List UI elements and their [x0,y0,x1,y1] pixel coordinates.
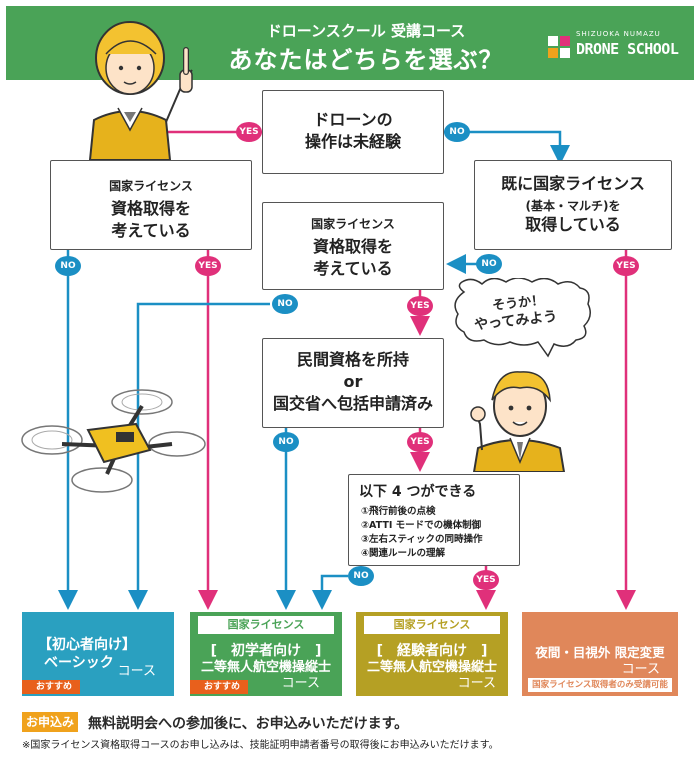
question-license-left: 国家ライセンス 資格取得を 考えている [50,160,252,250]
course-basic-recommend-badge: おすすめ [22,680,81,694]
logo-small-text: SHIZUOKA NUMAZU [576,30,661,38]
no-label-right: NO [476,254,502,274]
question-license-mid: 国家ライセンス 資格取得を 考えている [262,202,444,290]
course-night-line1: 夜間・目視外 限定変更 [535,645,665,660]
private-q-line2: or [343,372,363,391]
apply-text: 無料説明会への参加後に、お申込みいただけます。 [88,716,409,732]
skills-item-4: ④関連ルールの理解 [361,548,446,559]
course-experienced-line1: [ 経験者向け ] [376,643,488,659]
course-experienced-line2: 二等無人航空機操縦士 [366,660,497,675]
course-beginner-line2: 二等無人航空機操縦士 [200,660,331,675]
start-line2: 操作は未経験 [304,132,401,151]
left-q-line1: 国家ライセンス [109,179,193,193]
left-q-line2: 資格取得を [110,199,191,218]
speech-bubble: そうか！ やってみよう [452,278,594,358]
no-label-skills: NO [348,566,374,586]
yes-label-mid: YES [407,296,433,316]
logo-big-text: DRONE SCHOOL [576,40,679,58]
yes-label-private: YES [407,432,433,452]
private-q-line3: 国交省へ包括申請済み [272,394,433,413]
header-subtitle: ドローンスクール 受講コース [266,22,466,40]
course-night-beyond-visual[interactable]: 夜間・目視外 限定変更 コース 国家ライセンス取得者のみ受講可能 [522,612,678,696]
private-q-line1: 民間資格を所持 [296,350,409,369]
drone-school-logo[interactable]: SHIZUOKA NUMAZU DRONE SCHOOL [546,28,686,68]
mid-q-line3: 考えている [313,259,393,278]
yes-label-left: YES [195,256,221,276]
yes-label-right: YES [613,256,639,276]
mid-q-line1: 国家ライセンス [311,217,395,231]
drone-illustration [21,389,206,493]
no-label-start: NO [444,122,470,142]
right-q-line3: 取得している [525,215,621,234]
yes-label-start: YES [236,122,262,142]
right-q-line2: (基本・マルチ)を [525,199,621,213]
course-basic[interactable]: 【初心者向け】 ベーシック コース おすすめ [22,612,174,696]
no-label-left: NO [55,256,81,276]
course-experienced-license[interactable]: 国家ライセンス [ 経験者向け ] 二等無人航空機操縦士 コース [356,612,508,696]
question-no-experience: ドローンの 操作は未経験 [262,90,444,174]
course-basic-line2: ベーシック [44,655,114,671]
skills-item-3: ③左右スティックの同時操作 [361,534,483,545]
course-basic-line3: コース [117,664,156,679]
left-q-line3: 考えている [111,221,191,240]
question-already-licensed: 既に国家ライセンス (基本・マルチ)を 取得している [474,160,672,250]
no-label-private: NO [273,432,299,452]
header-title: あなたはどちらを選ぶ？ [228,46,504,74]
course-night-note: 国家ライセンス取得者のみ受講可能 [528,678,672,692]
course-night-line3: コース [621,662,660,677]
girl-character-illustration [88,21,193,160]
no-label-mid: NO [272,294,298,314]
logo-icon [548,36,570,58]
question-four-skills: 以下 4 つができる ①飛行前後の点検 ②ATTI モードでの機体制御 ③左右ス… [348,474,520,566]
course-beginner-tag: 国家ライセンス [198,616,334,634]
yes-label-skills: YES [473,570,499,590]
footer-note: ※国家ライセンス資格取得コースのお申し込みは、技能証明申請者番号の取得後にお申込… [22,740,499,751]
course-experienced-line3: コース [457,676,496,691]
mid-q-line2: 資格取得を [312,237,393,256]
course-experienced-tag: 国家ライセンス [364,616,500,634]
question-private-license: 民間資格を所持 or 国交省へ包括申請済み [262,338,444,428]
course-basic-line1: 【初心者向け】 [38,637,136,653]
course-beginner-recommend-badge: おすすめ [190,680,249,694]
course-beginner-line1: [ 初学者向け ] [210,643,322,659]
right-q-line1: 既に国家ライセンス [501,174,645,193]
skills-item-2: ②ATTI モードでの機体制御 [361,520,482,531]
skills-title: 以下 4 つができる [359,484,477,500]
course-beginner-license[interactable]: 国家ライセンス [ 初学者向け ] 二等無人航空機操縦士 コース おすすめ [190,612,342,696]
start-line1: ドローンの [313,110,393,129]
skills-item-1: ①飛行前後の点検 [361,506,436,517]
boy-character-illustration [470,371,566,472]
apply-tag: お申込み [22,712,78,732]
course-beginner-line3: コース [281,676,320,691]
